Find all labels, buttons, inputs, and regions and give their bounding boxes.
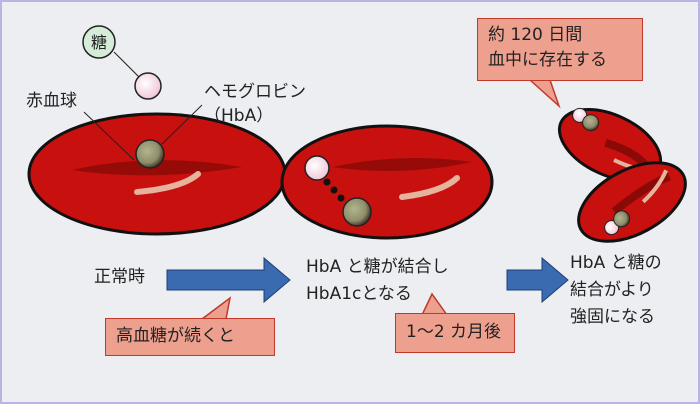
stronger-binding-line3: 強固になる xyxy=(570,307,655,327)
red-blood-cell-normal xyxy=(27,112,287,236)
glycation-label-line1: HbA と糖が結合し xyxy=(306,257,449,277)
lifespan-line1: 約 120 日間 xyxy=(488,25,583,45)
hemoglobin-molecule xyxy=(135,139,165,169)
callout-tail xyxy=(528,79,561,109)
months-later-callout: 1～2 カ月後 xyxy=(395,313,515,353)
callout-tail xyxy=(199,296,232,320)
rbc-leader-line xyxy=(83,111,135,161)
glycation-label-line2: HbA1cとなる xyxy=(306,284,412,304)
arrow-right-1 xyxy=(166,256,291,304)
stronger-binding-label: HbA と糖の 結合がより 強固になる xyxy=(570,250,662,331)
high-glucose-callout: 高血糖が続くと xyxy=(105,318,275,356)
glycation-label: HbA と糖が結合し HbA1cとなる xyxy=(306,254,449,308)
normal-state-label: 正常時 xyxy=(94,267,145,287)
red-blood-cell-old-2 xyxy=(577,161,687,243)
stronger-binding-line1: HbA と糖の xyxy=(570,253,662,273)
hemoglobin-label-line1: ヘモグロビン xyxy=(204,82,306,102)
sugar-label-circle xyxy=(82,25,116,59)
stronger-binding-line2: 結合がより xyxy=(570,280,654,300)
hemoglobin-label-line2: （HbA） xyxy=(204,106,274,126)
red-blood-cell-label: 赤血球 xyxy=(26,91,77,111)
red-blood-cell-glycated xyxy=(280,124,494,240)
lifespan-callout: 約 120 日間 血中に存在する xyxy=(477,18,643,81)
hemoglobin-label: ヘモグロビン （HbA） xyxy=(204,80,306,128)
sugar-molecule xyxy=(304,155,330,181)
lifespan-line2: 血中に存在する xyxy=(488,50,607,70)
sugar-leader-line xyxy=(113,51,143,81)
hb-leader-line xyxy=(161,104,203,145)
sugar-label: 糖 xyxy=(91,33,108,52)
hemoglobin-molecule xyxy=(342,197,372,227)
arrow-right-2 xyxy=(506,256,569,304)
sugar-molecule xyxy=(134,72,162,100)
